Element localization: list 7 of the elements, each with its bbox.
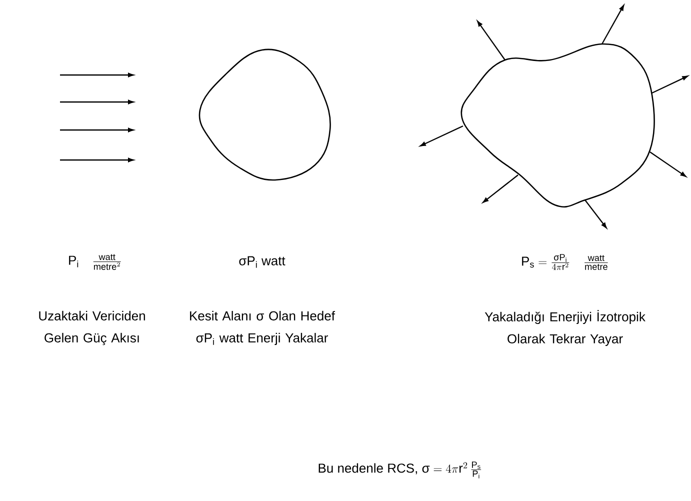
caption-text: Yakaladığı Enerjiyi İzotropik Olarak Tekrar Yayar — [484, 310, 646, 346]
formula: $\text{P}_{\text{s}} = \frac{\text{σP}_{\text{i}}}{4\pi\text{r}^{2}}\quad\frac{\text{watt}}{\text{metre}}$ — [522, 254, 608, 270]
caption-text: Kesit Alanı σ Olan Hedef σP$_{i}$ watt Enerji Yakalar — [190, 310, 336, 346]
formula: $\text{P}_{\text{i}}\quad\frac{\text{watt}}{\text{metre}^{2}}$ — [69, 254, 121, 270]
formula: $\text{Bu nedenle RCS, σ} = 4\pi\text{r}^{2}\,\frac{\text{P}_{\text{s}}}{\text{P}_{\text{i}}}$ — [318, 462, 482, 478]
formula: $\text{σP}_{\text{i}}\text{ watt}$ — [239, 256, 286, 268]
caption-text: Uzaktaki Vericiden Gelen Güç Akısı — [39, 310, 145, 346]
